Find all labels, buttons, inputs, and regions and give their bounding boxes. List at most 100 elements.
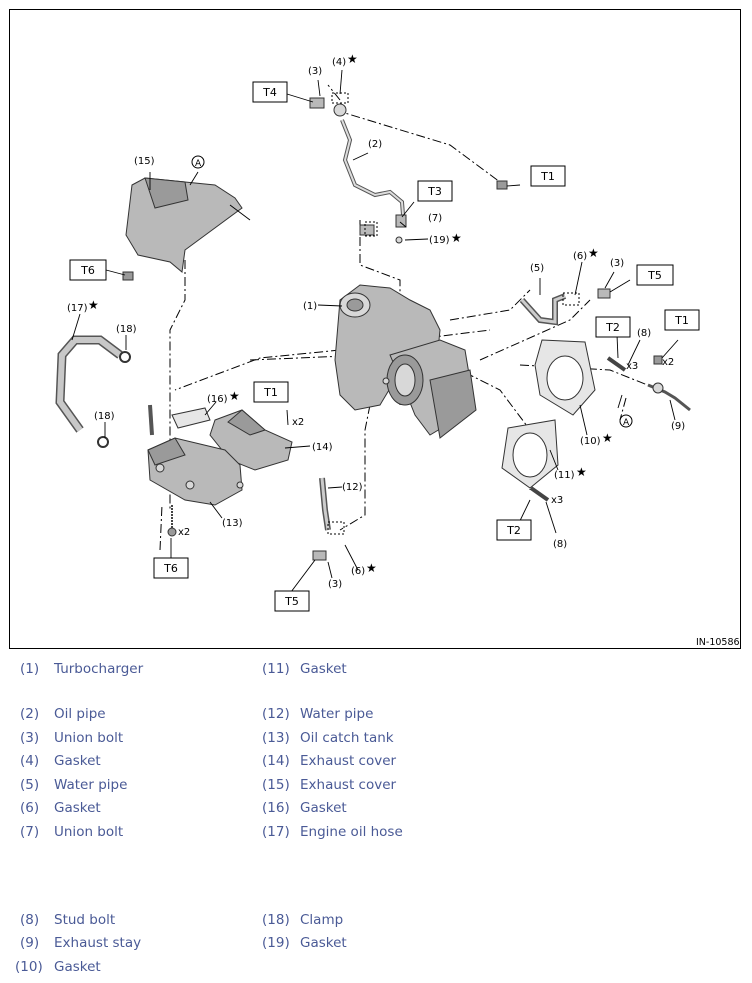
star-11: ★	[576, 465, 587, 479]
star-19: ★	[451, 231, 462, 245]
legend-number: (11)	[262, 661, 290, 677]
legend-name: Clamp	[300, 912, 344, 928]
legend-number: (8)	[20, 912, 40, 928]
multiplier-x2-right: x2	[662, 357, 674, 368]
legend-number: (5)	[20, 777, 40, 793]
torque-label: T6	[163, 562, 178, 575]
legend-name: Exhaust stay	[54, 935, 142, 951]
clamps-shapes	[97, 351, 131, 448]
callout-1: (1)	[303, 301, 317, 312]
star-4: ★	[347, 52, 358, 66]
legend-item-3: (3) Union bolt	[20, 730, 123, 746]
legend-name: Gasket	[54, 800, 101, 816]
callout-19: (19)	[429, 235, 450, 246]
torque-label: T2	[506, 524, 521, 537]
oil-pipe-shape	[333, 103, 405, 236]
legend-number: (18)	[262, 912, 290, 928]
stud-bolts-shapes	[529, 355, 663, 502]
legend-item-19: (19) Gasket	[262, 935, 347, 951]
legend-name: Exhaust cover	[300, 753, 397, 769]
engine-oil-hose-shape	[55, 335, 123, 433]
legend-name: Gasket	[54, 959, 101, 975]
callout-2: (2)	[368, 139, 382, 150]
parts-legend: (1) Turbocharger (2) Oil pipe (3) Union …	[0, 655, 752, 983]
callout-3-right: (3)	[610, 258, 624, 269]
legend-name: Engine oil hose	[300, 824, 403, 840]
legend-name: Gasket	[300, 661, 347, 677]
torque-label: T2	[605, 321, 620, 334]
legend-item-2: (2) Oil pipe	[20, 706, 106, 722]
legend-number: (10)	[15, 959, 43, 975]
legend-item-16: (16) Gasket	[262, 800, 347, 816]
legend-item-15: (15) Exhaust cover	[262, 777, 396, 793]
callout-18-top: (18)	[116, 324, 137, 335]
legend-number: (9)	[20, 935, 40, 951]
torque-box-t2-bottom: T2	[496, 519, 532, 541]
gasket-16-shape	[171, 407, 211, 429]
legend-number: (4)	[20, 753, 40, 769]
multiplier-x2-middle: x2	[292, 417, 304, 428]
legend-number: (19)	[262, 935, 290, 951]
turbocharger-shape	[334, 284, 477, 439]
union-bolts-shapes	[122, 97, 611, 561]
legend-item-6: (6) Gasket	[20, 800, 101, 816]
multiplier-x3-bottom: x3	[551, 495, 563, 506]
torque-box-t2-right: T2	[595, 316, 631, 338]
callout-6-bottom: (6)	[351, 566, 365, 577]
oil-catch-tank-shape	[147, 404, 244, 537]
image-id-label: IN-10586	[696, 637, 740, 648]
torque-box-t5-right: T5	[636, 264, 674, 286]
legend-name: Water pipe	[300, 706, 374, 722]
ref-a-top: A	[195, 159, 202, 169]
torque-label: T3	[427, 185, 442, 198]
torque-box-t6-top: T6	[69, 259, 107, 281]
callout-5: (5)	[530, 263, 544, 274]
legend-name: Union bolt	[54, 824, 124, 840]
legend-item-5: (5) Water pipe	[20, 777, 127, 793]
legend-item-12: (12) Water pipe	[262, 706, 373, 722]
torque-label: T1	[674, 314, 689, 327]
legend-number: (3)	[20, 730, 40, 746]
legend-item-9: (9) Exhaust stay	[20, 935, 141, 951]
callout-9: (9)	[671, 421, 685, 432]
legend-item-11: (11) Gasket	[262, 661, 347, 677]
callout-17: (17)	[67, 303, 88, 314]
legend-item-7: (7) Union bolt	[20, 824, 123, 840]
torque-label: T5	[647, 269, 662, 282]
callout-13: (13)	[222, 518, 243, 529]
callout-8-right: (8)	[637, 328, 651, 339]
torque-label: T1	[263, 386, 278, 399]
gasket-10-shape	[534, 339, 596, 416]
legend-name: Union bolt	[54, 730, 124, 746]
legend-name: Turbocharger	[54, 661, 144, 677]
torque-label: T1	[540, 170, 555, 183]
legend-number: (17)	[262, 824, 290, 840]
callout-18-bottom: (18)	[94, 411, 115, 422]
legend-item-4: (4) Gasket	[20, 753, 101, 769]
star-6-top: ★	[588, 246, 599, 260]
exhaust-stay-shape	[647, 382, 691, 412]
legend-item-14: (14) Exhaust cover	[262, 753, 396, 769]
exhaust-cover-15-shape	[125, 177, 251, 273]
ref-a-right: A	[623, 418, 630, 428]
water-pipe-12-shape	[319, 477, 331, 531]
callout-10: (10)	[580, 436, 601, 447]
legend-name: Gasket	[54, 753, 101, 769]
torque-label: T6	[80, 264, 95, 277]
legend-number: (1)	[20, 661, 40, 677]
star-10: ★	[602, 431, 613, 445]
callout-15: (15)	[134, 156, 155, 167]
leader-lines	[71, 69, 679, 593]
ref-a-circle-right	[619, 414, 633, 428]
gasket-11-shape	[501, 419, 559, 489]
torque-box-t1-right: T1	[664, 309, 700, 331]
torque-box-t3: T3	[417, 180, 453, 202]
legend-name: Stud bolt	[54, 912, 116, 928]
legend-number: (7)	[20, 824, 40, 840]
legend-item-8: (8) Stud bolt	[20, 912, 115, 928]
torque-box-t1-top: T1	[530, 165, 566, 187]
legend-item-18: (18) Clamp	[262, 912, 343, 928]
legend-number: (12)	[262, 706, 290, 722]
callout-6-top: (6)	[573, 251, 587, 262]
legend-name: Oil catch tank	[300, 730, 394, 746]
